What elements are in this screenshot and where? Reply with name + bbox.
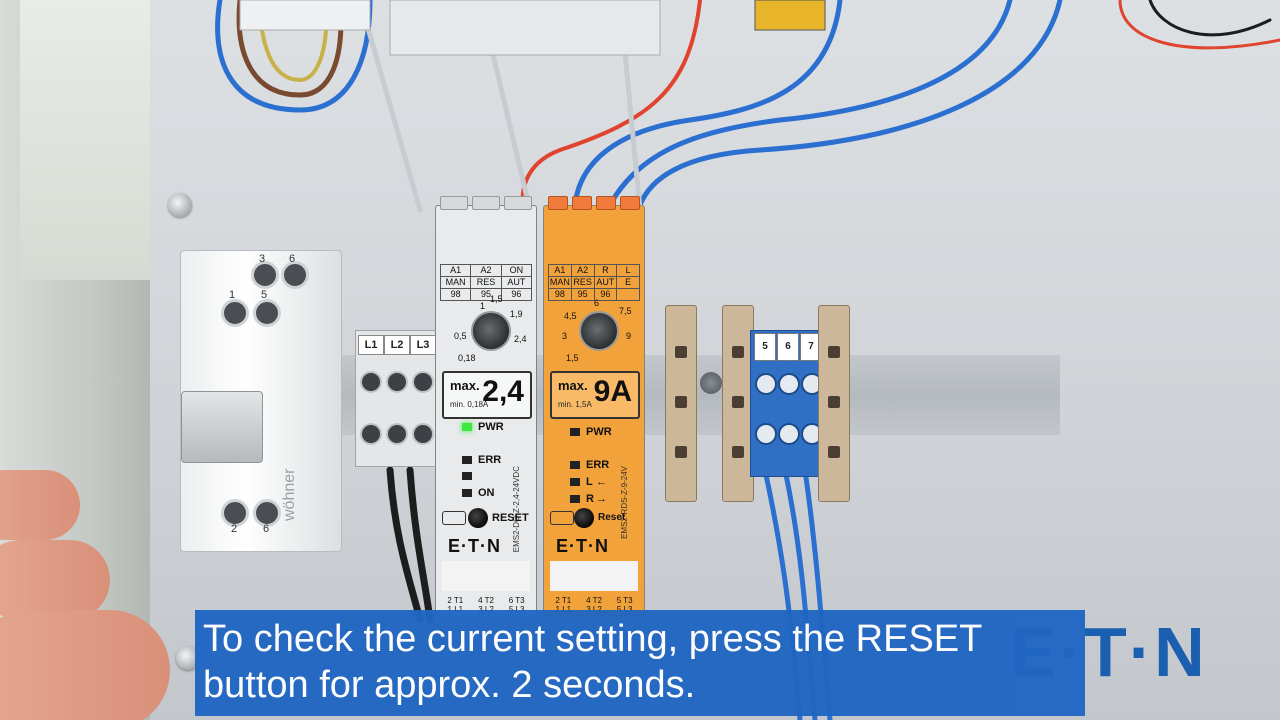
- terminal-number: 3: [259, 253, 266, 265]
- reset-label: RESET: [492, 512, 529, 524]
- breaker-brand: wöhner: [281, 468, 298, 521]
- caption-line-2: button for approx. 2 seconds.: [203, 664, 696, 706]
- caption-line-1: To check the current setting, press the …: [203, 618, 983, 660]
- dial-scale-label: 4,5: [564, 311, 577, 321]
- dial-scale-label: 3: [562, 331, 568, 341]
- dial-scale-label: 1,9: [510, 309, 523, 319]
- bottom-terminal-labels: 2 T14 T25 T3 1 L13 L25 L3: [555, 596, 633, 614]
- breaker-terminal-screw: [281, 261, 309, 289]
- dial-scale-label: 0,5: [454, 331, 467, 341]
- current-setting-dial[interactable]: [471, 311, 511, 351]
- max-current-label: max. 9A min. 1,5A: [550, 371, 640, 419]
- breaker-terminal-screw: [221, 299, 249, 327]
- dial-scale-label: 6: [594, 298, 600, 308]
- terminal-screw: [755, 423, 777, 445]
- terminal-number: 5: [261, 289, 268, 301]
- bottom-terminal-labels: 2 T14 T26 T3 1 L13 L25 L3: [447, 596, 525, 614]
- end-terminal-beige: [665, 305, 697, 502]
- terminal-screw: [386, 371, 408, 393]
- breaker-terminal-screw: [253, 299, 281, 327]
- terminal-screw: [755, 373, 777, 395]
- eaton-logo: E·T·N: [556, 536, 609, 556]
- breaker-terminal-screw: [253, 499, 281, 527]
- led-label: PWR: [478, 421, 504, 433]
- terminal-block-l1-l3: L1 L2 L3: [355, 330, 437, 467]
- terminal-screw: [778, 423, 800, 445]
- led-label: R: [586, 493, 594, 505]
- terminal-number: 1: [229, 289, 236, 301]
- dial-scale-label: 0,18: [458, 353, 476, 363]
- reset-button[interactable]: [574, 508, 594, 528]
- reset-symbol: [442, 511, 466, 525]
- end-terminal-beige: [818, 305, 850, 502]
- led-label: ERR: [478, 454, 502, 466]
- label-area: [550, 561, 638, 591]
- pwr-led: [462, 423, 472, 431]
- breaker-terminal-screw: [221, 499, 249, 527]
- right-led: [570, 495, 580, 503]
- reset-symbol: [550, 511, 574, 525]
- dial-scale-label: 1,5: [490, 294, 503, 304]
- dial-scale-label: 7,5: [619, 306, 632, 316]
- dial-scale-label: 2,4: [514, 334, 527, 344]
- pwr-led: [570, 428, 580, 436]
- err-led: [462, 456, 472, 464]
- terminal-number: 6: [289, 253, 296, 265]
- reset-label: Reset: [598, 512, 626, 523]
- breaker-toggle-handle[interactable]: [181, 391, 263, 463]
- led-label: ON: [478, 487, 495, 499]
- arrow-right-icon: →: [596, 493, 607, 505]
- on-led: [462, 489, 472, 497]
- hand: [0, 430, 170, 720]
- top-terminals: [548, 196, 640, 210]
- err-led: [570, 461, 580, 469]
- dial-scale-label: 9: [626, 331, 632, 341]
- eaton-logo: E·T·N: [448, 536, 501, 556]
- terminal-block-blue: 5 6 7: [750, 330, 824, 477]
- terminal-number: 2: [231, 523, 238, 535]
- arrow-left-icon: ←: [596, 476, 607, 488]
- terminal-number: 6: [263, 523, 270, 535]
- subtitle-caption: To check the current setting, press the …: [195, 610, 1085, 716]
- model-number: EMS2-DO-Z-2,4-24VDC: [512, 466, 521, 553]
- top-terminals: [440, 196, 532, 210]
- led-label: PWR: [586, 426, 612, 438]
- terminal-label: L3: [410, 335, 436, 355]
- max-current-value: 9A: [593, 375, 632, 408]
- left-led: [570, 478, 580, 486]
- terminal-label: 5: [754, 333, 776, 361]
- panel-screw: [168, 193, 192, 217]
- dial-scale-label: 1: [480, 301, 486, 311]
- breaker-terminal-screw: [251, 261, 279, 289]
- terminal-screw: [360, 371, 382, 393]
- circuit-breaker: 3 6 1 5 wöhner 2 6: [180, 250, 342, 552]
- led-label: ERR: [586, 459, 610, 471]
- dial-scale-label: 1,5: [566, 353, 579, 363]
- terminal-label: 6: [777, 333, 799, 361]
- label-area: [442, 561, 530, 591]
- terminal-label: L2: [384, 335, 410, 355]
- terminal-screw: [412, 371, 434, 393]
- terminal-screw: [778, 373, 800, 395]
- max-current-value: 2,4: [482, 375, 524, 408]
- max-current-label: max. 2,4 min. 0,18A: [442, 371, 532, 419]
- status-led: [462, 472, 472, 480]
- reset-button[interactable]: [468, 508, 488, 528]
- end-stop-screw: [700, 372, 722, 394]
- model-number: EMS2-RDS-Z-9-24V: [620, 466, 629, 539]
- terminal-screw: [360, 423, 382, 445]
- terminal-screw: [386, 423, 408, 445]
- led-label: L: [586, 476, 593, 488]
- end-terminal-beige: [722, 305, 754, 502]
- current-setting-dial[interactable]: [579, 311, 619, 351]
- terminal-label: L1: [358, 335, 384, 355]
- terminal-screw: [412, 423, 434, 445]
